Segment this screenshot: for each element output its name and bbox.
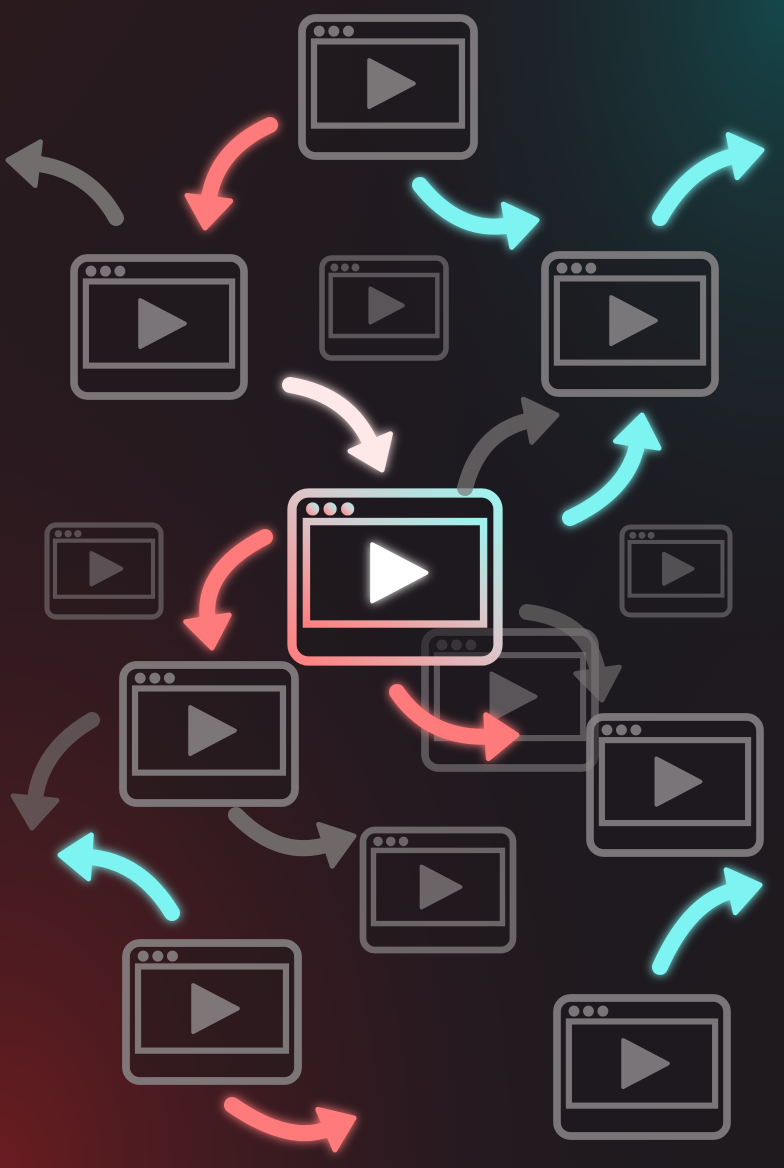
- curved-arrow-icon: [282, 377, 393, 473]
- play-icon: [370, 542, 429, 604]
- play-icon: [368, 286, 405, 325]
- window-dot-icon: [601, 724, 613, 736]
- arrows: [5, 117, 765, 1153]
- window-screen: [302, 517, 488, 628]
- window-screen: [627, 539, 725, 598]
- video-window-icon: [319, 255, 449, 361]
- window-dot-icon: [342, 25, 354, 37]
- video-window-icon: [553, 994, 731, 1140]
- window-dot-icon: [64, 530, 72, 538]
- play-icon: [89, 551, 124, 587]
- window-dot-icon: [166, 950, 178, 962]
- window-screen: [370, 847, 506, 927]
- window-dot-icon: [100, 265, 111, 277]
- video-windows: [44, 14, 764, 1140]
- window-dot-icon: [647, 531, 655, 539]
- window-dot-icon: [398, 836, 409, 847]
- window-screen: [553, 275, 707, 366]
- curved-arrow-icon: [652, 132, 765, 226]
- window-screen: [328, 272, 440, 339]
- curved-arrow-icon: [10, 712, 100, 831]
- window-dot-icon: [306, 502, 320, 516]
- window-dot-icon: [630, 724, 642, 736]
- video-window-icon: [586, 713, 764, 857]
- video-window-icon: [44, 522, 164, 620]
- window-dot-icon: [585, 262, 597, 274]
- window-screen: [598, 737, 752, 827]
- play-icon: [188, 705, 237, 757]
- window-dot-icon: [323, 502, 337, 516]
- window-dot-icon: [351, 263, 360, 272]
- window-dot-icon: [571, 262, 582, 274]
- window-dot-icon: [328, 25, 340, 37]
- window-dot-icon: [341, 502, 355, 516]
- video-window-icon: [119, 661, 299, 807]
- play-icon: [621, 1038, 670, 1090]
- window-dot-icon: [74, 530, 82, 538]
- window-screen: [82, 278, 236, 369]
- curved-arrow-icon: [183, 529, 273, 651]
- window-dot-icon: [163, 672, 175, 684]
- window-dot-icon: [149, 672, 161, 684]
- curved-arrow-icon: [652, 867, 763, 975]
- window-dot-icon: [638, 531, 646, 539]
- video-window-icon: [122, 939, 302, 1085]
- video-window-icon: [287, 488, 503, 666]
- play-icon: [138, 298, 187, 350]
- video-window-icon: [298, 14, 478, 160]
- curved-arrow-icon: [57, 832, 180, 921]
- curved-arrow-icon: [224, 1097, 357, 1153]
- window-dot-icon: [373, 836, 383, 847]
- curved-arrow-icon: [457, 396, 560, 496]
- window-dot-icon: [54, 530, 63, 538]
- video-window-icon: [359, 826, 517, 954]
- window-dot-icon: [556, 262, 568, 274]
- window-screen: [565, 1018, 719, 1109]
- window-dot-icon: [85, 265, 97, 277]
- window-screen: [134, 963, 290, 1054]
- window-dot-icon: [152, 950, 164, 962]
- play-icon: [191, 983, 240, 1035]
- curved-arrow-icon: [184, 117, 278, 231]
- window-screen: [131, 685, 287, 776]
- window-dot-icon: [568, 1005, 580, 1017]
- window-dot-icon: [616, 724, 627, 736]
- window-dot-icon: [597, 1005, 609, 1017]
- window-dot-icon: [583, 1005, 594, 1017]
- play-icon: [419, 864, 463, 910]
- window-dot-icon: [385, 836, 396, 847]
- play-icon: [489, 671, 538, 722]
- curved-arrow-icon: [519, 604, 622, 703]
- window-dot-icon: [137, 950, 149, 962]
- video-window-icon: [70, 254, 248, 400]
- window-dot-icon: [629, 531, 637, 539]
- curved-arrow-icon: [412, 177, 540, 250]
- curved-arrow-icon: [562, 412, 662, 526]
- video-window-icon: [619, 524, 733, 618]
- video-window-icon: [541, 251, 719, 397]
- play-icon: [662, 551, 695, 586]
- window-dot-icon: [330, 263, 339, 272]
- window-dot-icon: [134, 672, 146, 684]
- window-dot-icon: [340, 263, 349, 272]
- play-icon: [654, 756, 703, 807]
- curved-arrow-icon: [5, 139, 124, 226]
- window-screen: [52, 538, 156, 599]
- curved-arrow-icon: [389, 684, 520, 762]
- window-dot-icon: [313, 25, 325, 37]
- window-screen: [310, 38, 466, 129]
- curved-arrow-icon: [228, 807, 357, 869]
- play-icon: [367, 58, 416, 110]
- play-icon: [609, 295, 658, 347]
- window-dot-icon: [114, 265, 126, 277]
